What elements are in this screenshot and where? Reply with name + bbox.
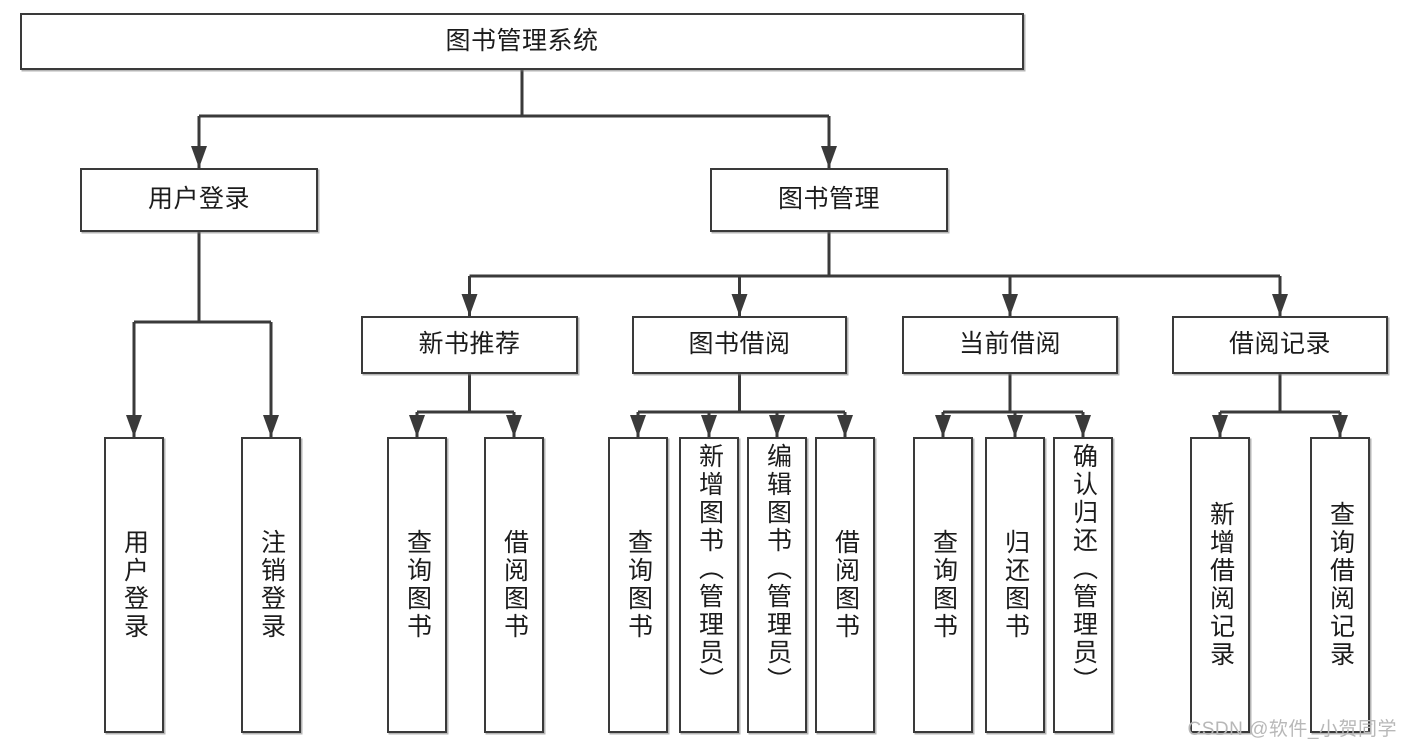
node-leaf-user-logout[interactable]: 注销登录 xyxy=(241,437,301,733)
node-leaf-confirm-return-label: 确认归还（管理员） xyxy=(1069,443,1098,695)
node-leaf-query-book-3-label: 查询图书 xyxy=(929,529,958,641)
node-book-borrow-label: 图书借阅 xyxy=(688,330,791,359)
node-root-label: 图书管理系统 xyxy=(445,26,599,55)
node-leaf-add-book[interactable]: 新增图书（管理员） xyxy=(679,437,739,733)
node-leaf-query-book-3[interactable]: 查询图书 xyxy=(913,437,973,733)
node-borrow-record[interactable]: 借阅记录 xyxy=(1172,316,1388,374)
node-leaf-borrow-book-2-label: 借阅图书 xyxy=(831,529,860,641)
node-leaf-add-record[interactable]: 新增借阅记录 xyxy=(1190,437,1250,733)
node-book-borrow[interactable]: 图书借阅 xyxy=(632,316,847,374)
node-leaf-query-record[interactable]: 查询借阅记录 xyxy=(1310,437,1370,733)
node-leaf-user-login[interactable]: 用户登录 xyxy=(104,437,164,733)
node-leaf-edit-book-label: 编辑图书（管理员） xyxy=(763,443,792,695)
node-new-book-rec[interactable]: 新书推荐 xyxy=(361,316,578,374)
node-leaf-query-record-label: 查询借阅记录 xyxy=(1326,501,1355,669)
node-leaf-add-record-label: 新增借阅记录 xyxy=(1206,501,1235,669)
node-current-borrow[interactable]: 当前借阅 xyxy=(902,316,1118,374)
node-current-borrow-label: 当前借阅 xyxy=(958,330,1061,359)
node-user-login[interactable]: 用户登录 xyxy=(80,168,318,232)
node-book-manage-label: 图书管理 xyxy=(777,185,880,214)
node-book-manage[interactable]: 图书管理 xyxy=(710,168,948,232)
node-leaf-return-book-label: 归还图书 xyxy=(1001,529,1030,641)
node-new-book-rec-label: 新书推荐 xyxy=(418,330,521,359)
node-leaf-confirm-return[interactable]: 确认归还（管理员） xyxy=(1053,437,1113,733)
node-leaf-edit-book[interactable]: 编辑图书（管理员） xyxy=(747,437,807,733)
node-leaf-borrow-book-2[interactable]: 借阅图书 xyxy=(815,437,875,733)
node-leaf-return-book[interactable]: 归还图书 xyxy=(985,437,1045,733)
node-leaf-user-logout-label: 注销登录 xyxy=(257,529,286,641)
node-leaf-query-book-2[interactable]: 查询图书 xyxy=(608,437,668,733)
node-leaf-query-book-2-label: 查询图书 xyxy=(624,529,653,641)
node-leaf-query-book-1[interactable]: 查询图书 xyxy=(387,437,447,733)
node-user-login-label: 用户登录 xyxy=(147,185,250,214)
node-borrow-record-label: 借阅记录 xyxy=(1228,330,1331,359)
node-leaf-query-book-1-label: 查询图书 xyxy=(403,529,432,641)
node-root[interactable]: 图书管理系统 xyxy=(20,13,1024,70)
node-leaf-add-book-label: 新增图书（管理员） xyxy=(695,443,724,695)
node-leaf-borrow-book-1-label: 借阅图书 xyxy=(500,529,529,641)
watermark-text: CSDN @软件_小贺同学 xyxy=(1187,719,1397,740)
node-leaf-user-login-label: 用户登录 xyxy=(120,529,149,641)
node-leaf-borrow-book-1[interactable]: 借阅图书 xyxy=(484,437,544,733)
